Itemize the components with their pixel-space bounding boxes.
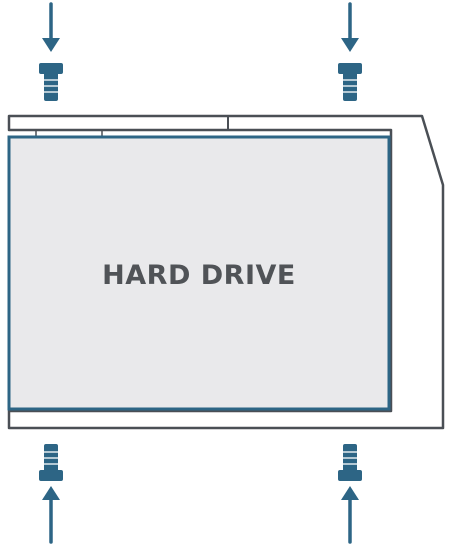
hard-drive: HARD DRIVE — [7, 135, 391, 411]
screw-up-arrow-icon — [336, 442, 364, 544]
hard-drive-label: HARD DRIVE — [102, 260, 296, 291]
drive-bay-outline — [7, 114, 445, 430]
screw-top-left — [37, 2, 65, 103]
screw-bottom-left — [37, 442, 65, 544]
hard-drive-body — [7, 135, 391, 411]
screw-up-arrow-icon — [37, 442, 65, 544]
screw-top-right — [336, 2, 364, 103]
screw-down-arrow-icon — [336, 2, 364, 103]
screw-down-arrow-icon — [37, 2, 65, 103]
screw-bottom-right — [336, 442, 364, 544]
